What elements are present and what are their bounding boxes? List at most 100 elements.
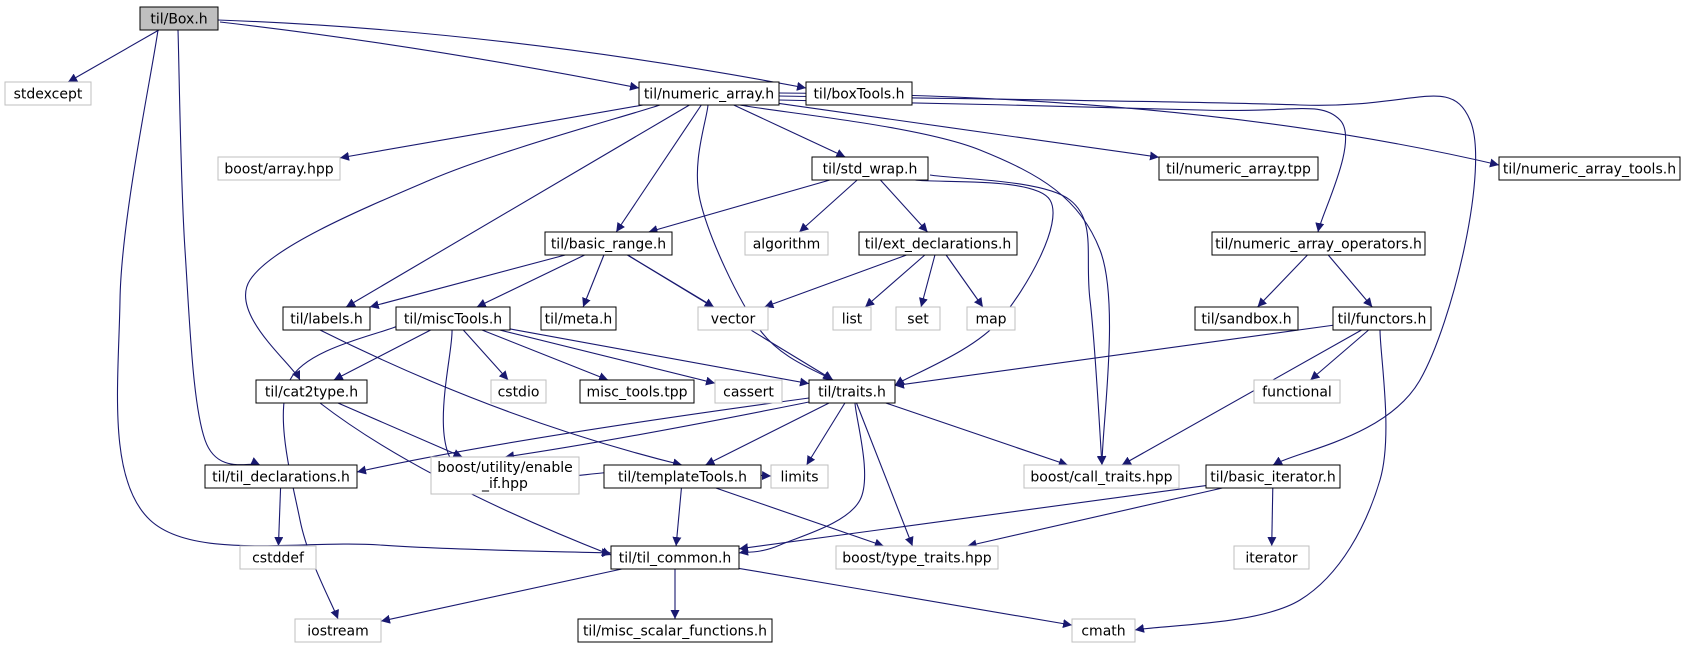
node-miscTools[interactable]: til/miscTools.h	[395, 306, 511, 331]
node-box	[540, 306, 617, 331]
node-boxTools[interactable]: til/boxTools.h	[805, 81, 913, 106]
node-vector: vector	[697, 306, 769, 331]
node-numeric_array_tpp[interactable]: til/numeric_array.tpp	[1158, 156, 1319, 181]
node-box	[714, 379, 783, 404]
node-numeric_array[interactable]: til/numeric_array.h	[638, 81, 780, 106]
node-box	[430, 456, 580, 495]
node-functors[interactable]: til/functors.h	[1332, 306, 1432, 331]
node-box	[395, 306, 511, 331]
node-label: til/basic_iterator.h	[1210, 470, 1336, 486]
node-type_traits: boost/type_traits.hpp	[835, 545, 999, 570]
edge-miscTools-to-traits	[509, 328, 810, 387]
node-templateTools[interactable]: til/templateTools.h	[603, 464, 762, 489]
edge-numeric_array_operators-to-functors	[1327, 254, 1373, 308]
edge-til_common-to-cmath	[738, 567, 1073, 629]
node-box	[1253, 379, 1341, 404]
node-label: misc_tools.tpp	[586, 385, 687, 401]
node-misc_scalar_functions[interactable]: til/misc_scalar_functions.h	[577, 618, 773, 643]
node-enable_if: boost/utility/enable_if.hpp	[430, 456, 580, 495]
node-sandbox[interactable]: til/sandbox.h	[1194, 306, 1299, 331]
node-functional: functional	[1253, 379, 1341, 404]
node-label: set	[907, 312, 929, 328]
node-box	[770, 464, 829, 489]
node-limits: limits	[770, 464, 829, 489]
edge-numeric_array-to-std_wrap	[733, 104, 846, 158]
edge-numeric_array-to-cat2type	[245, 104, 661, 381]
node-call_traits: boost/call_traits.hpp	[1023, 464, 1180, 489]
node-box[interactable]: til/Box.h	[139, 6, 219, 31]
edge-functors-to-cmath	[1134, 329, 1387, 633]
node-box	[603, 464, 762, 489]
node-box	[577, 618, 773, 643]
node-label: boost/array.hpp	[224, 162, 333, 178]
node-label: til/functors.h	[1338, 312, 1427, 328]
node-til_declarations[interactable]: til/til_declarations.h	[204, 464, 358, 489]
node-label: til/templateTools.h	[618, 470, 747, 486]
node-box	[1071, 618, 1136, 643]
node-numeric_array_operators[interactable]: til/numeric_array_operators.h	[1211, 231, 1426, 256]
node-box	[239, 545, 317, 570]
node-box	[4, 81, 92, 106]
node-label: til/ext_declarations.h	[865, 237, 1012, 253]
node-ext_declarations[interactable]: til/ext_declarations.h	[858, 231, 1018, 256]
edge-ext_declarations-to-map	[945, 254, 984, 308]
node-traits[interactable]: til/traits.h	[808, 379, 896, 404]
edge-traits-to-templateTools	[705, 402, 830, 466]
node-box	[1023, 464, 1180, 489]
node-label: cassert	[723, 385, 774, 401]
node-label: iostream	[307, 624, 369, 640]
node-box	[697, 306, 769, 331]
edge-std_wrap-to-algorithm	[798, 179, 858, 233]
edge-miscTools-to-iostream	[282, 324, 401, 620]
edge-numeric_array-to-numeric_array_tpp	[778, 102, 1160, 161]
node-box	[1498, 156, 1681, 181]
node-basic_iterator[interactable]: til/basic_iterator.h	[1205, 464, 1341, 489]
node-box	[744, 231, 829, 256]
edge-miscTools-to-misc_tools_tpp	[481, 329, 609, 381]
edge-basic_iterator-to-iterator	[1267, 487, 1277, 547]
node-meta[interactable]: til/meta.h	[540, 306, 617, 331]
node-set: set	[895, 306, 941, 331]
node-box	[1332, 306, 1432, 331]
node-cstddef: cstddef	[239, 545, 317, 570]
node-label: cmath	[1081, 624, 1125, 640]
edge-box-to-numeric_array	[219, 21, 640, 91]
edge-miscTools-to-cassert	[499, 329, 716, 386]
edge-numeric_array-to-labels	[345, 104, 690, 308]
node-label: til/miscTools.h	[404, 312, 502, 328]
edge-ext_declarations-to-set	[919, 254, 936, 308]
node-std_wrap[interactable]: til/std_wrap.h	[811, 156, 929, 181]
node-box	[490, 379, 547, 404]
edge-traits-to-call_traits	[885, 402, 1068, 467]
edge-numeric_array-to-call_traits	[739, 104, 1111, 466]
edge-traits-to-type_traits	[855, 402, 914, 547]
node-misc_tools_tpp[interactable]: misc_tools.tpp	[579, 379, 695, 404]
node-box	[1158, 156, 1319, 181]
node-box	[1233, 545, 1310, 570]
node-iterator: iterator	[1233, 545, 1310, 570]
edge-traits-to-enable_if	[504, 401, 810, 461]
edge-numeric_array-to-boost_array	[339, 104, 644, 161]
node-til_common[interactable]: til/til_common.h	[610, 545, 740, 570]
edge-box-to-boxTools	[217, 19, 807, 91]
node-label: til/til_common.h	[619, 551, 732, 567]
edge-box-to-stdexcept	[67, 29, 160, 83]
node-labels[interactable]: til/labels.h	[282, 306, 371, 331]
node-box	[858, 231, 1018, 256]
edge-ext_declarations-to-list	[864, 254, 926, 308]
node-box	[294, 618, 382, 643]
node-label: til/til_declarations.h	[212, 470, 350, 486]
node-box	[282, 306, 371, 331]
edge-std_wrap-to-traits	[894, 179, 1054, 386]
node-basic_range[interactable]: til/basic_range.h	[544, 231, 673, 256]
node-iostream: iostream	[294, 618, 382, 643]
node-cat2type[interactable]: til/cat2type.h	[255, 379, 368, 404]
node-label: vector	[711, 312, 756, 328]
node-box	[808, 379, 896, 404]
edge-traits-to-til_common	[738, 402, 866, 556]
node-cassert: cassert	[714, 379, 783, 404]
edge-templateTools-to-til_common	[672, 487, 682, 547]
node-label: stdexcept	[14, 87, 83, 103]
node-numeric_array_tools[interactable]: til/numeric_array_tools.h	[1498, 156, 1681, 181]
